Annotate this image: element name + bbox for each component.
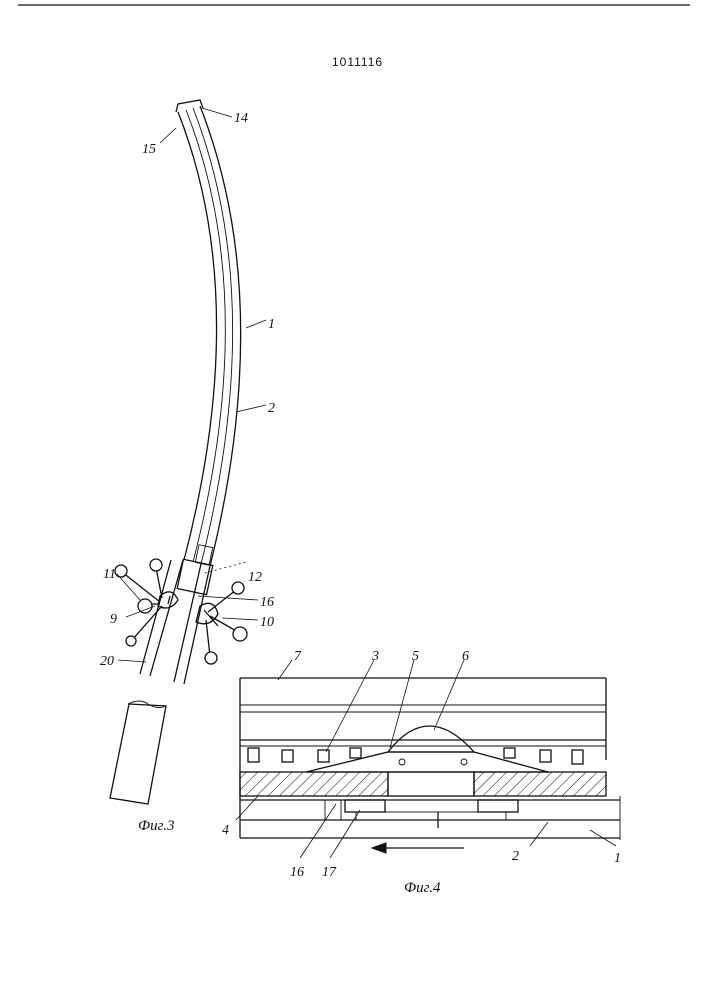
carriage-bar [356, 812, 506, 820]
label-20: 20 [100, 654, 114, 669]
leader-16b [300, 804, 336, 858]
label-5: 5 [412, 649, 419, 664]
hatched-band-left [240, 772, 388, 796]
rivet-left [399, 759, 405, 765]
leader-14 [202, 108, 232, 117]
leader-2 [236, 405, 266, 412]
rail-inner-2 [200, 106, 241, 566]
label-17: 17 [322, 865, 337, 880]
label-1: 1 [268, 317, 275, 332]
carriage-left [345, 800, 385, 812]
label-7: 7 [294, 649, 302, 664]
label-12: 12 [248, 570, 262, 585]
carriage-right [478, 800, 518, 812]
leader-7 [278, 660, 292, 680]
leader-10 [222, 618, 258, 620]
hatched-band-right [474, 772, 606, 796]
rail-outer [178, 112, 217, 560]
leader-2b [530, 822, 548, 846]
label-3: 3 [371, 649, 379, 664]
figure-3: 14 15 1 2 12 11 16 9 10 20 Фиг.3 [100, 100, 275, 834]
direction-left-arrow [372, 843, 464, 853]
fig3-caption: Фиг.3 [138, 818, 174, 834]
figure-4: 7 3 5 6 4 16 17 2 1 Фиг.4 [222, 649, 621, 896]
label-14: 14 [234, 111, 248, 126]
center-block [388, 772, 474, 796]
star-wheel-right [204, 582, 247, 664]
label-6: 6 [462, 649, 469, 664]
leader-6 [434, 660, 464, 730]
label-16: 16 [260, 595, 274, 610]
label-15: 15 [142, 142, 156, 157]
label-2: 2 [512, 849, 519, 864]
leader-3 [326, 660, 374, 752]
label-11: 11 [103, 567, 116, 582]
rail-end-cap [176, 100, 203, 112]
leader-5 [390, 660, 414, 748]
leader-1 [246, 320, 266, 328]
label-1: 1 [614, 851, 621, 866]
leader-20 [118, 660, 146, 662]
broken-segment [110, 704, 166, 804]
fig4-caption: Фиг.4 [404, 880, 441, 896]
dome [388, 726, 474, 752]
wedge-plate [306, 752, 548, 772]
label-16: 16 [290, 865, 304, 880]
rivet-right [461, 759, 467, 765]
leader-15 [160, 128, 176, 143]
rail-outer-2 [186, 110, 225, 562]
slat-row [248, 748, 583, 764]
label-9: 9 [110, 612, 117, 627]
label-10: 10 [260, 615, 274, 630]
label-4: 4 [222, 823, 229, 838]
leader-17 [330, 810, 360, 858]
label-2: 2 [268, 401, 275, 416]
patent-number: 1011116 [332, 55, 383, 69]
